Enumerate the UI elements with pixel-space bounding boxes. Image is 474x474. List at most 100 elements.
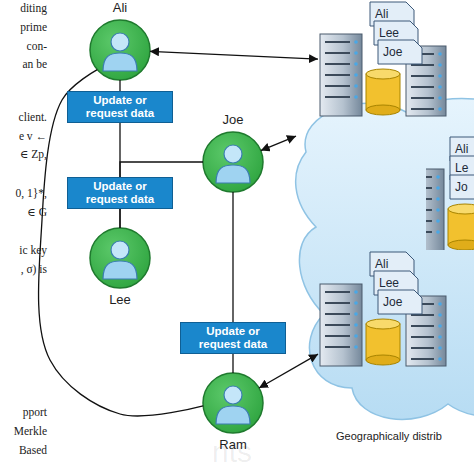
server-slot xyxy=(426,198,432,200)
paper-text-fragment: con- xyxy=(0,40,47,53)
server-light xyxy=(354,95,358,99)
document-label: Joe xyxy=(383,45,402,59)
paper-text-fragment: ∈ G xyxy=(0,206,47,219)
server-slot xyxy=(325,74,350,76)
paper-text-fragment: Based xyxy=(0,444,47,457)
server-light xyxy=(438,335,442,339)
request-label-box: Update or request data xyxy=(180,322,286,354)
storage-cylinder-base xyxy=(366,105,400,115)
server-light xyxy=(438,302,442,306)
person-head xyxy=(111,33,129,51)
server-slot xyxy=(411,97,434,99)
paper-text-fragment: client. xyxy=(0,111,47,124)
server-light xyxy=(354,84,358,88)
paper-text-fragment: pport xyxy=(0,406,47,419)
person-body xyxy=(103,261,137,279)
user-name: Joe xyxy=(193,112,273,127)
server-light xyxy=(438,96,442,100)
server-slot xyxy=(411,108,434,110)
server-light xyxy=(436,186,440,190)
server-light xyxy=(436,175,440,179)
person-body xyxy=(216,165,250,183)
server-tower xyxy=(426,169,444,250)
paper-text-fragment: Merkle xyxy=(0,425,47,438)
server-light xyxy=(354,73,358,77)
request-label-box: Update or request data xyxy=(67,177,173,209)
server-light xyxy=(354,51,358,55)
user-name: Ali xyxy=(80,0,160,15)
document-label: Ali xyxy=(375,7,388,21)
server-light xyxy=(436,197,440,201)
server-slot xyxy=(325,41,350,43)
server-light xyxy=(354,334,358,338)
server-group: AliLeeJoe xyxy=(318,0,448,118)
server-slot xyxy=(426,176,432,178)
server-slot xyxy=(411,75,434,77)
server-slot xyxy=(325,96,350,98)
server-light xyxy=(438,74,442,78)
server-slot xyxy=(411,325,434,327)
paper-text-fragment: an be xyxy=(0,58,47,71)
server-slot xyxy=(325,291,350,293)
server-light xyxy=(354,290,358,294)
connector-line xyxy=(259,354,318,388)
server-slot xyxy=(325,335,350,337)
server-light xyxy=(436,208,440,212)
server-light xyxy=(438,107,442,111)
server-slot xyxy=(325,85,350,87)
server-slot xyxy=(426,209,432,211)
storage-cylinder xyxy=(448,209,474,245)
server-slot xyxy=(411,86,434,88)
server-light xyxy=(438,85,442,89)
connector-line xyxy=(261,136,296,150)
person-head xyxy=(224,386,242,404)
server-light xyxy=(438,324,442,328)
server-slot xyxy=(325,52,350,54)
document-label: Ali xyxy=(455,142,468,156)
server-slot xyxy=(426,187,432,189)
server-light xyxy=(438,346,442,350)
server-slot xyxy=(325,313,350,315)
server-light xyxy=(354,40,358,44)
user-graphic xyxy=(201,371,265,435)
storage-cylinder-top xyxy=(366,319,400,329)
user-graphic xyxy=(88,226,152,290)
paper-text-fragment: e v ← xyxy=(0,130,47,143)
server-light xyxy=(438,63,442,67)
server-light xyxy=(438,52,442,56)
document-sheet xyxy=(378,40,422,64)
server-light xyxy=(436,230,440,234)
person-head xyxy=(224,145,242,163)
storage-cylinder-top xyxy=(448,204,474,214)
server-rack xyxy=(320,34,446,116)
person-head xyxy=(111,241,129,259)
user-circle xyxy=(90,20,150,80)
user-circle xyxy=(203,373,263,433)
paper-text-fragment: 0, 1}*, xyxy=(0,187,47,200)
server-light xyxy=(354,345,358,349)
server-slot xyxy=(325,302,350,304)
person-body xyxy=(103,53,137,71)
document-label: Lee xyxy=(379,26,399,40)
server-group: AliLeJo xyxy=(426,135,474,250)
paper-text-fragment: , σ) is xyxy=(0,263,47,276)
paper-text-fragment: ∈ Zp, xyxy=(0,148,47,161)
cloud-outline xyxy=(296,99,474,420)
server-light xyxy=(436,219,440,223)
server-slot xyxy=(325,324,350,326)
document-label: Joe xyxy=(383,295,402,309)
server-slot xyxy=(411,358,434,360)
paper-text-fragment: ic key xyxy=(0,244,47,257)
server-tower xyxy=(320,284,362,366)
person-body xyxy=(216,406,250,424)
server-rack xyxy=(426,169,474,250)
storage-cylinder-top xyxy=(366,69,400,79)
user-circle xyxy=(90,228,150,288)
user-node: Ram xyxy=(201,371,265,435)
cloud-shape: Geographically distribAliLeeJoeAliLeJoAl… xyxy=(296,92,474,422)
user-graphic xyxy=(201,130,265,194)
storage-cylinder-base xyxy=(448,240,474,250)
